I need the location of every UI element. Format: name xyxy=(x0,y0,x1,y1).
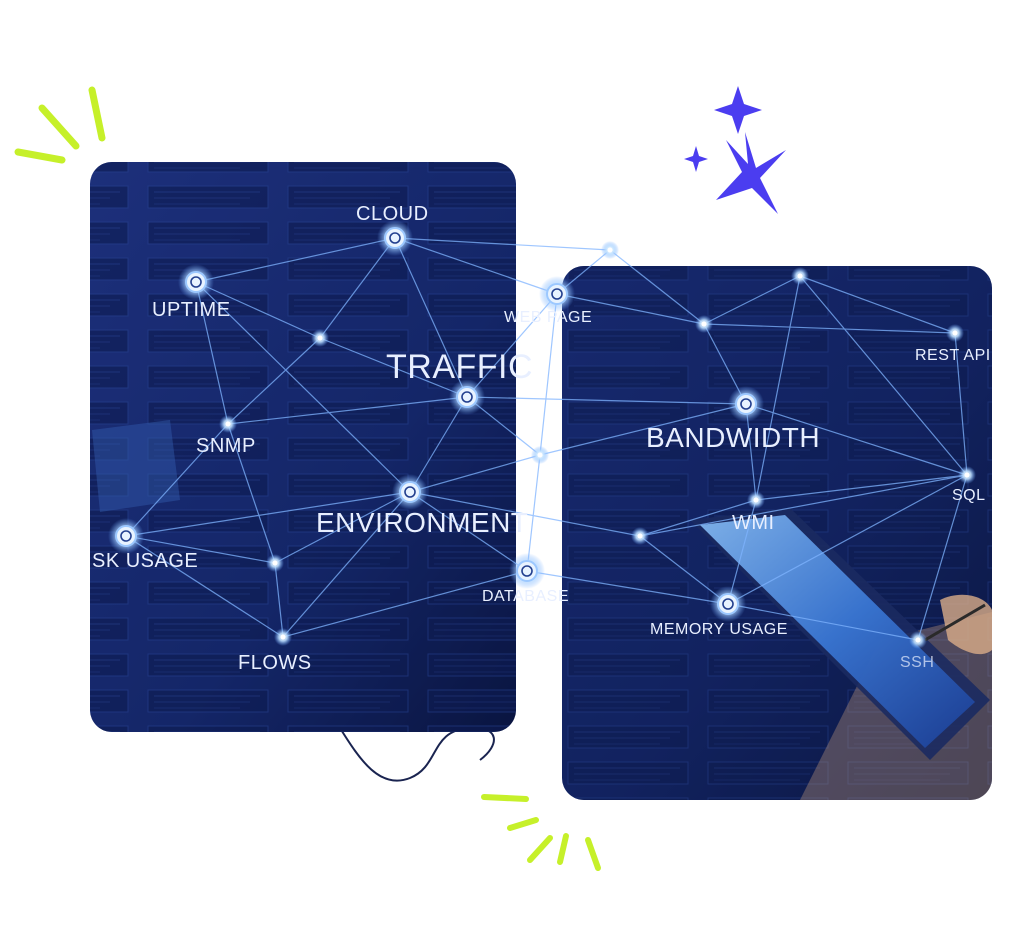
network-link xyxy=(125,423,229,537)
network-link xyxy=(539,293,558,456)
network-link xyxy=(556,293,705,325)
network-node xyxy=(531,446,549,464)
network-link xyxy=(195,281,411,493)
label-ssh: SSH xyxy=(900,654,934,671)
network-link xyxy=(195,237,396,283)
label-cloud: CLOUD xyxy=(356,203,429,225)
network-node xyxy=(219,415,237,433)
globe-icon xyxy=(539,276,575,312)
network-link xyxy=(319,337,468,398)
database-icon xyxy=(509,553,545,589)
network-link xyxy=(755,474,968,501)
network-link xyxy=(466,396,747,405)
network-lines xyxy=(125,237,968,641)
network-link xyxy=(745,403,968,476)
network-link xyxy=(539,403,747,456)
network-node xyxy=(791,267,809,285)
network-link xyxy=(466,293,558,398)
network-link xyxy=(526,570,729,605)
sparkle-icon xyxy=(684,86,786,214)
burst-lines-icon xyxy=(14,86,106,164)
network-link xyxy=(282,491,411,638)
memory-chip-icon xyxy=(710,586,746,622)
network-link xyxy=(954,332,968,476)
gauge-icon xyxy=(449,379,485,415)
network-link xyxy=(125,535,276,564)
cloud-icon xyxy=(377,220,413,256)
disk-icon xyxy=(108,518,144,554)
network-node xyxy=(695,315,713,333)
clock-icon xyxy=(178,264,214,300)
thermometer-icon xyxy=(392,474,428,510)
network-link xyxy=(125,491,411,537)
network-link xyxy=(799,275,956,334)
network-link xyxy=(394,237,611,251)
network-link xyxy=(409,491,528,572)
network-link xyxy=(227,423,276,564)
label-traffic: TRAFFIC xyxy=(386,348,533,386)
network-node xyxy=(631,527,649,545)
network-node xyxy=(311,329,329,347)
network-panel-front xyxy=(90,162,516,732)
network-link xyxy=(755,275,801,501)
network-link xyxy=(727,474,968,605)
network-link xyxy=(409,491,641,537)
network-link xyxy=(727,603,919,641)
network-node xyxy=(909,631,927,649)
label-uptime: UPTIME xyxy=(152,299,231,321)
network-link xyxy=(703,323,956,334)
network-link xyxy=(125,535,284,638)
network-node xyxy=(266,554,284,572)
network-link xyxy=(703,275,801,325)
network-link xyxy=(227,337,321,425)
tablet-device xyxy=(690,508,992,800)
network-link xyxy=(639,499,757,537)
network-link xyxy=(274,491,411,564)
network-node xyxy=(274,628,292,646)
network-labels: CLOUD UPTIME WEB PAGE TRAFFIC REST API S… xyxy=(92,203,991,674)
network-link xyxy=(394,237,558,295)
network-link xyxy=(319,237,396,339)
network-link xyxy=(274,562,284,638)
network-link xyxy=(227,396,468,425)
cable-decor xyxy=(339,726,495,782)
label-environment: ENVIRONMENT xyxy=(316,507,528,538)
network-link xyxy=(409,396,468,493)
network-link xyxy=(609,249,705,325)
network-node xyxy=(601,241,619,259)
label-wmi: WMI xyxy=(732,512,775,534)
label-bandwidth: BANDWIDTH xyxy=(646,422,820,453)
network-node xyxy=(946,324,964,342)
label-sql: SQL xyxy=(952,487,986,504)
label-database: DATABASE xyxy=(482,588,569,605)
label-memory-usage: MEMORY USAGE xyxy=(650,621,788,638)
network-link xyxy=(282,570,528,638)
network-link xyxy=(409,454,541,493)
network-link xyxy=(799,275,968,476)
label-snmp: SNMP xyxy=(196,435,256,457)
network-link xyxy=(526,454,541,572)
label-web-page: WEB PAGE xyxy=(504,309,592,326)
label-flows: FLOWS xyxy=(238,652,312,674)
bar-chart-icon xyxy=(728,386,764,422)
network-link xyxy=(917,474,968,641)
network-link xyxy=(639,535,729,605)
label-rest-api: REST API xyxy=(915,347,991,364)
network-link xyxy=(195,281,321,339)
burst-lines-icon xyxy=(481,794,601,871)
network-nodes xyxy=(108,220,976,649)
network-node xyxy=(747,491,765,509)
label-disk-usage: SK USAGE xyxy=(92,550,198,572)
network-link xyxy=(195,281,229,425)
network-node xyxy=(958,466,976,484)
network-link xyxy=(394,237,468,398)
network-link xyxy=(639,474,968,537)
